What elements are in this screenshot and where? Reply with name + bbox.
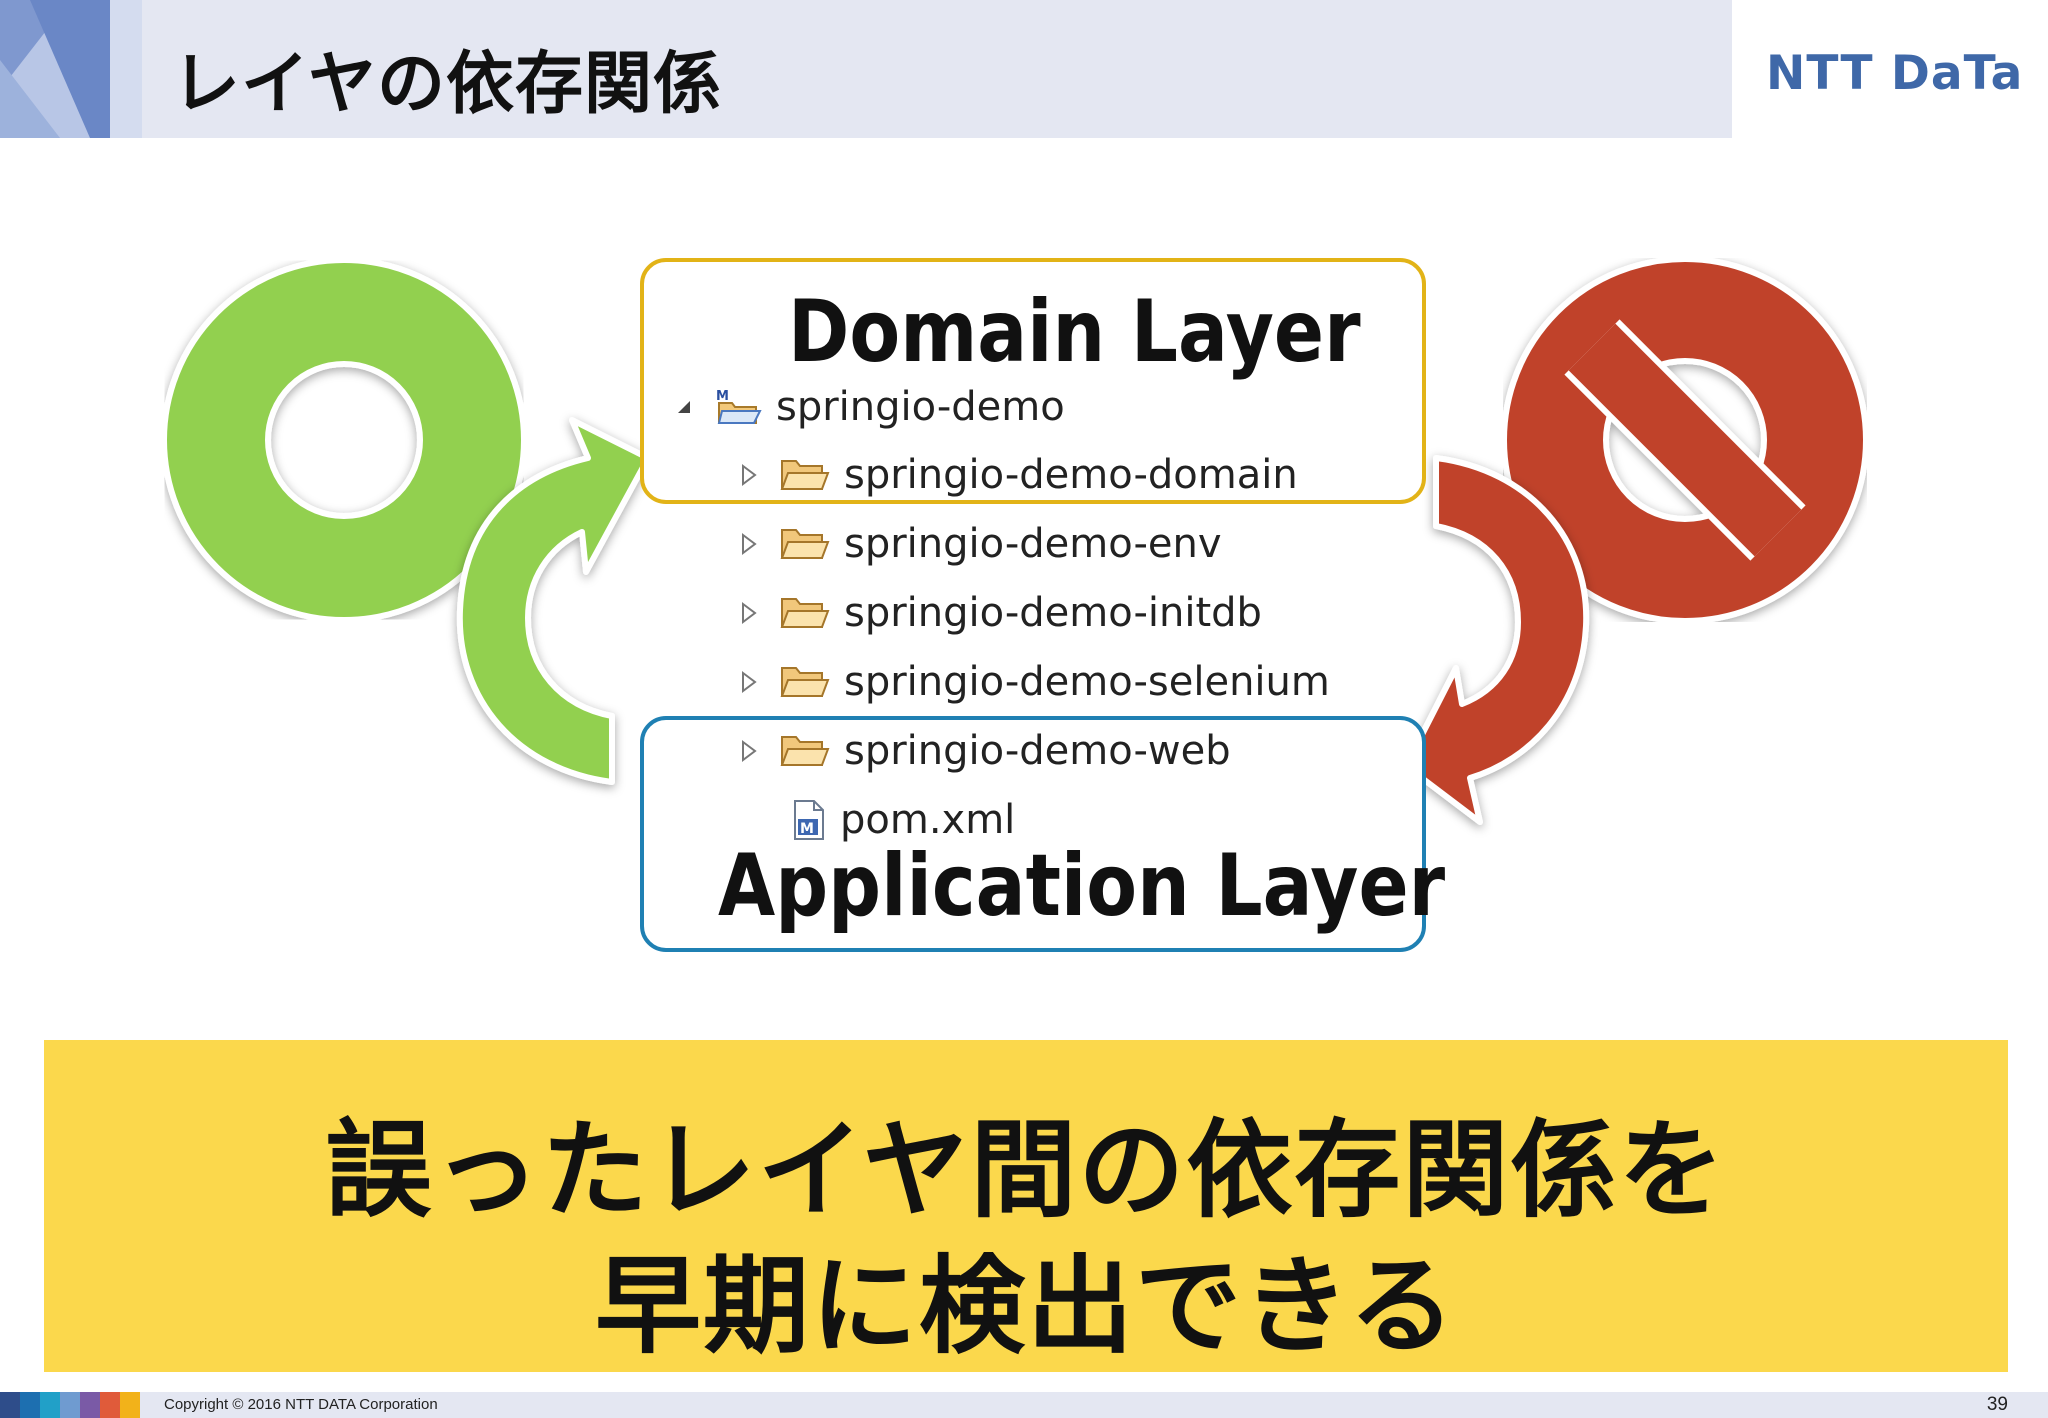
- collapsed-triangle-icon[interactable]: [740, 671, 758, 693]
- tree-item[interactable]: springio-demo-initdb: [740, 584, 1262, 642]
- folder-icon: [780, 736, 830, 766]
- tree-item-label: springio-demo-env: [844, 521, 1222, 567]
- tree-root-label: springio-demo: [776, 384, 1065, 430]
- copyright-text: Copyright © 2016 NTT DATA Corporation: [164, 1396, 438, 1413]
- maven-file-icon: M: [794, 800, 824, 840]
- footer-color-swatch: [120, 1392, 140, 1418]
- collapsed-triangle-icon[interactable]: [740, 602, 758, 624]
- folder-icon: [780, 667, 830, 697]
- domain-layer-label: Domain Layer: [788, 282, 1361, 382]
- tree-item-label: pom.xml: [840, 797, 1016, 843]
- folder-icon: [780, 529, 830, 559]
- tree-item[interactable]: springio-demo-domain: [740, 446, 1298, 504]
- folder-icon: [780, 598, 830, 628]
- header-band: [0, 0, 2048, 138]
- header-decoration: [0, 0, 142, 138]
- curved-arrow-up-icon: [456, 417, 651, 785]
- circle-icon: [161, 257, 527, 623]
- footer-color-swatch: [20, 1392, 40, 1418]
- curved-arrow-down-icon: [1403, 455, 1590, 825]
- collapsed-triangle-icon[interactable]: [740, 740, 758, 762]
- domain-layer-box: [640, 258, 1426, 504]
- prohibited-icon: [1501, 256, 1869, 624]
- tree-item[interactable]: springio-demo-selenium: [740, 653, 1330, 711]
- collapsed-triangle-icon[interactable]: [740, 533, 758, 555]
- svg-text:M: M: [800, 821, 814, 837]
- tree-root[interactable]: M springio-demo: [676, 378, 1065, 436]
- tree-item-label: springio-demo-domain: [844, 452, 1298, 498]
- tree-item-label: springio-demo-selenium: [844, 659, 1330, 705]
- message-line-1: 誤ったレイヤ間の依存関係を: [325, 1109, 1727, 1232]
- application-layer-box: [640, 716, 1426, 952]
- svg-text:M: M: [716, 389, 729, 404]
- tree-item[interactable]: springio-demo-web: [740, 722, 1231, 780]
- message-line-2: 早期に検出できる: [595, 1245, 1457, 1368]
- header-logo-area: [1732, 0, 2048, 138]
- tree-item-label: springio-demo-web: [844, 728, 1231, 774]
- footer-color-swatch: [100, 1392, 120, 1418]
- message-banner: 誤ったレイヤ間の依存関係を 早期に検出できる: [44, 1040, 2008, 1372]
- page-title: レイヤの依存関係: [172, 45, 722, 124]
- company-logo: NTT DaTa: [1766, 46, 2024, 101]
- footer-bar: [0, 1392, 2048, 1418]
- application-layer-label: Application Layer: [718, 836, 1446, 936]
- collapsed-triangle-icon[interactable]: [740, 464, 758, 486]
- footer-color-swatch: [80, 1392, 100, 1418]
- tree-item-label: springio-demo-initdb: [844, 590, 1262, 636]
- footer-color-swatch: [40, 1392, 60, 1418]
- expanded-triangle-icon[interactable]: [676, 399, 692, 415]
- tree-item[interactable]: M pom.xml: [792, 791, 1015, 849]
- footer-color-swatch: [60, 1392, 80, 1418]
- footer-color-swatch: [0, 1392, 20, 1418]
- maven-project-icon: M: [716, 389, 762, 424]
- page-number: 39: [1986, 1394, 2008, 1415]
- folder-icon: [780, 460, 830, 490]
- tree-item[interactable]: springio-demo-env: [740, 515, 1222, 573]
